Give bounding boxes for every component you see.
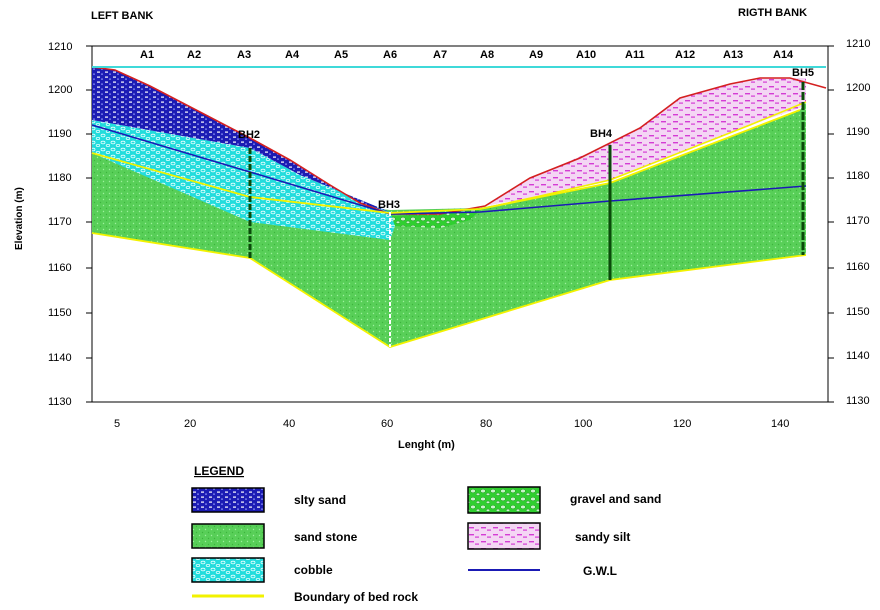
y-tick-right-1180: 1180 [846,170,870,182]
section-a3: A3 [237,49,251,61]
section-a9: A9 [529,49,543,61]
sandy-silt-layer [485,78,806,206]
y-tick-right-1140: 1140 [846,350,870,362]
y-tick-left-1170: 1170 [48,216,72,228]
legend-swatch-cobble [191,557,265,583]
legend-label-cobble: cobble [294,563,333,577]
legend-label-gravel-sand: gravel and sand [570,492,661,506]
y-tick-right-1170: 1170 [846,215,870,227]
x-tick-40: 40 [283,418,295,430]
legend-swatch-gravel-sand [467,486,541,514]
borehole-label-bh5: BH5 [792,67,814,79]
section-a8: A8 [480,49,494,61]
section-a7: A7 [433,49,447,61]
section-a12: A12 [675,49,695,61]
y-tick-left-1160: 1160 [48,262,72,274]
borehole-label-bh4: BH4 [590,128,613,140]
legend-label-sand-stone: sand stone [294,530,358,544]
y-axis-title: Elevation (m) [14,187,25,250]
left-bank-label: LEFT BANK [91,10,153,22]
section-a5: A5 [334,49,348,61]
section-a6: A6 [383,49,397,61]
y-tick-right-1150: 1150 [846,306,870,318]
y-tick-left-1130: 1130 [48,396,72,408]
y-tick-left-1200: 1200 [48,84,72,96]
y-axis-right: 1210 1200 1190 1180 1170 1160 1150 1140 … [846,38,870,407]
legend-swatch-sand-stone [191,523,265,549]
section-a14: A14 [773,49,794,61]
borehole-label-bh2: BH2 [238,129,260,141]
y-tick-left-1210: 1210 [48,41,72,53]
x-tick-20: 20 [184,418,196,430]
section-a1: A1 [140,49,154,61]
x-tick-5: 5 [114,418,120,430]
legend-label-gwl: G.W.L [583,564,617,578]
x-tick-80: 80 [480,418,492,430]
legend-label-silty-sand: slty sand [294,493,346,507]
legend-label-bedrock: Boundary of bed rock [294,590,418,604]
bedrock-boundary-upper [91,109,801,214]
legend-swatch-silty-sand [191,487,265,513]
legend-title: LEGEND [194,464,244,478]
right-bank-label: RIGTH BANK [738,7,807,19]
gwl-line [91,124,807,215]
y-tick-right-1130: 1130 [846,395,870,407]
x-tick-100: 100 [574,418,592,430]
tick-marks [86,45,834,403]
section-a4: A4 [285,49,300,61]
section-labels: A1 A2 A3 A4 A5 A6 A7 A8 A9 A10 A11 A12 A… [140,49,794,61]
y-tick-right-1200: 1200 [846,82,870,94]
x-tick-120: 120 [673,418,691,430]
section-a10: A10 [576,49,596,61]
section-a2: A2 [187,49,201,61]
y-tick-left-1190: 1190 [48,128,72,140]
section-a11: A11 [625,49,645,61]
y-tick-left-1180: 1180 [48,172,72,184]
cobble-layer [92,120,395,240]
y-tick-left-1150: 1150 [48,307,72,319]
legend-swatch-sandy-silt [467,522,541,550]
x-tick-140: 140 [771,418,789,430]
x-tick-60: 60 [381,418,393,430]
x-axis-title: Lenght (m) [398,439,455,451]
y-tick-left-1140: 1140 [48,352,72,364]
y-tick-right-1160: 1160 [846,261,870,273]
x-axis: 5 20 40 60 80 100 120 140 [114,418,789,430]
y-tick-right-1210: 1210 [846,38,870,50]
borehole-label-bh3: BH3 [378,199,400,211]
legend: LEGEND slty sand sand stone cobble Bound… [191,464,661,604]
section-a13: A13 [723,49,743,61]
legend-label-sandy-silt: sandy silt [575,530,630,544]
y-tick-right-1190: 1190 [846,126,870,138]
silty-sand-layer [92,67,390,212]
ground-surface-line [91,66,827,215]
y-axis-left: 1210 1200 1190 1180 1170 1160 1150 1140 … [48,41,72,408]
